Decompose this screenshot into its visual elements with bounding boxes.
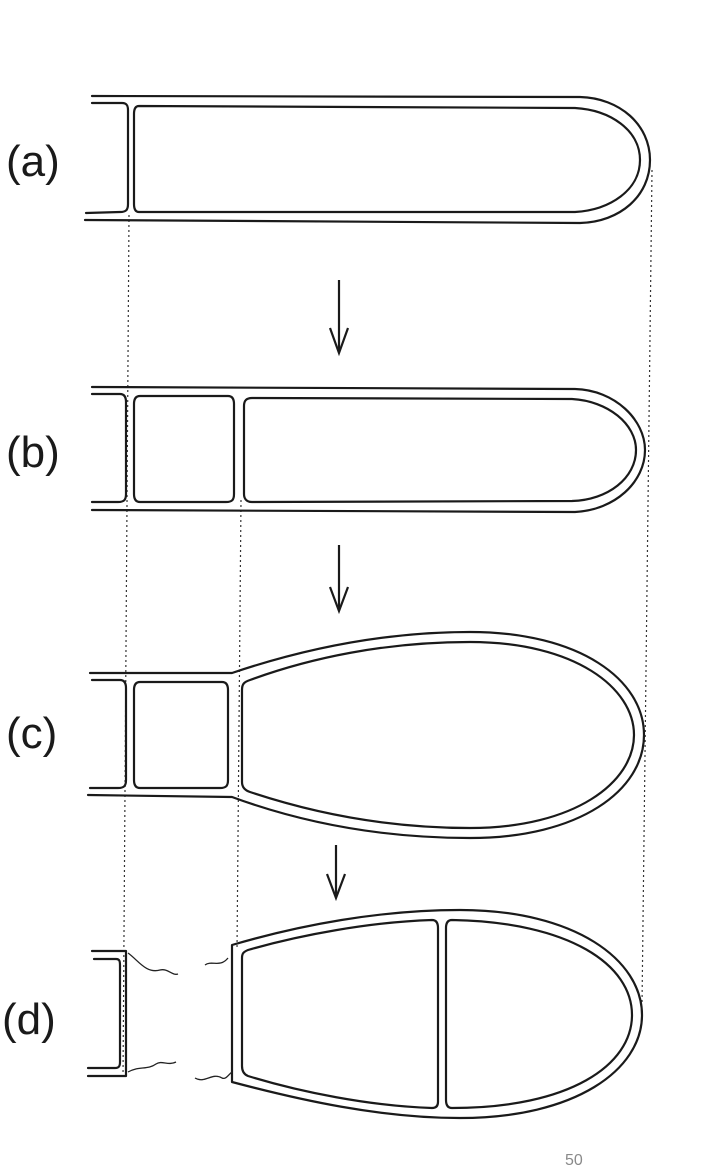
- cell-a: [83, 94, 652, 225]
- stage-label-c: (c): [6, 709, 57, 758]
- guide-line-left: [122, 214, 130, 1079]
- guide-line-right: [641, 169, 653, 1006]
- stage-label-d: (d): [2, 995, 56, 1044]
- stage-c: (c): [6, 630, 646, 840]
- guide-line-middle: [236, 499, 242, 951]
- alignment-guides: [122, 169, 653, 1079]
- stage-b: (b): [6, 385, 647, 514]
- arrow-c-to-d: [325, 845, 347, 902]
- daughter-cells-d: [194, 908, 644, 1120]
- page-number: 50: [565, 1152, 583, 1169]
- stage-d: (d): [2, 908, 644, 1120]
- stage-a: (a): [6, 94, 652, 225]
- cell-b: [90, 385, 647, 514]
- arrow-a-to-b: [328, 280, 350, 357]
- stage-label-a: (a): [6, 137, 60, 186]
- detached-cell-d: [86, 949, 179, 1078]
- cell-c: [86, 630, 646, 840]
- stage-label-b: (b): [6, 428, 60, 477]
- arrow-b-to-c: [328, 545, 350, 615]
